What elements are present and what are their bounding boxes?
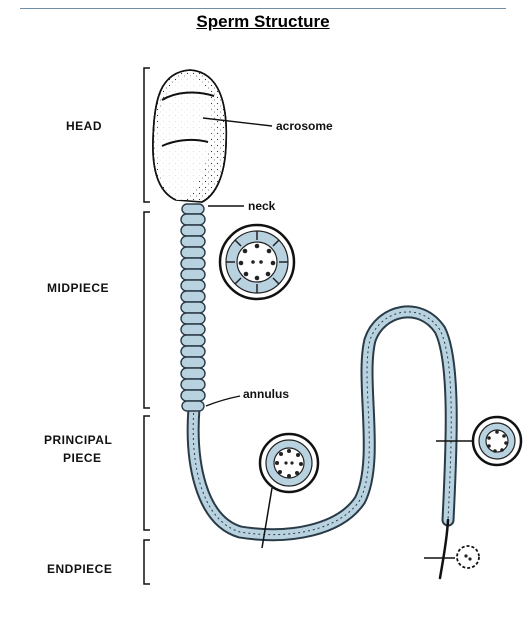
head-bracket bbox=[144, 68, 150, 202]
endpiece-tip bbox=[440, 520, 448, 578]
endpiece-label: ENDPIECE bbox=[47, 562, 112, 576]
endpiece-cross-section bbox=[424, 546, 479, 568]
midpiece-coils bbox=[181, 204, 205, 411]
endpiece-bracket bbox=[144, 540, 150, 584]
principal-piece-bracket bbox=[144, 416, 150, 530]
midpiece-bracket bbox=[144, 212, 150, 408]
midpiece-cross-section bbox=[220, 225, 294, 299]
sperm-tail bbox=[193, 312, 451, 578]
principal-label-line2: PIECE bbox=[63, 451, 102, 465]
neck-label: neck bbox=[248, 199, 276, 213]
head-label: HEAD bbox=[66, 119, 102, 133]
annulus-label: annulus bbox=[243, 387, 289, 401]
midpiece-label: MIDPIECE bbox=[47, 281, 109, 295]
principal-label-line1: PRINCIPAL bbox=[44, 433, 112, 447]
sperm-head bbox=[153, 70, 226, 202]
region-brackets bbox=[144, 68, 150, 584]
acrosome-label: acrosome bbox=[276, 119, 333, 133]
